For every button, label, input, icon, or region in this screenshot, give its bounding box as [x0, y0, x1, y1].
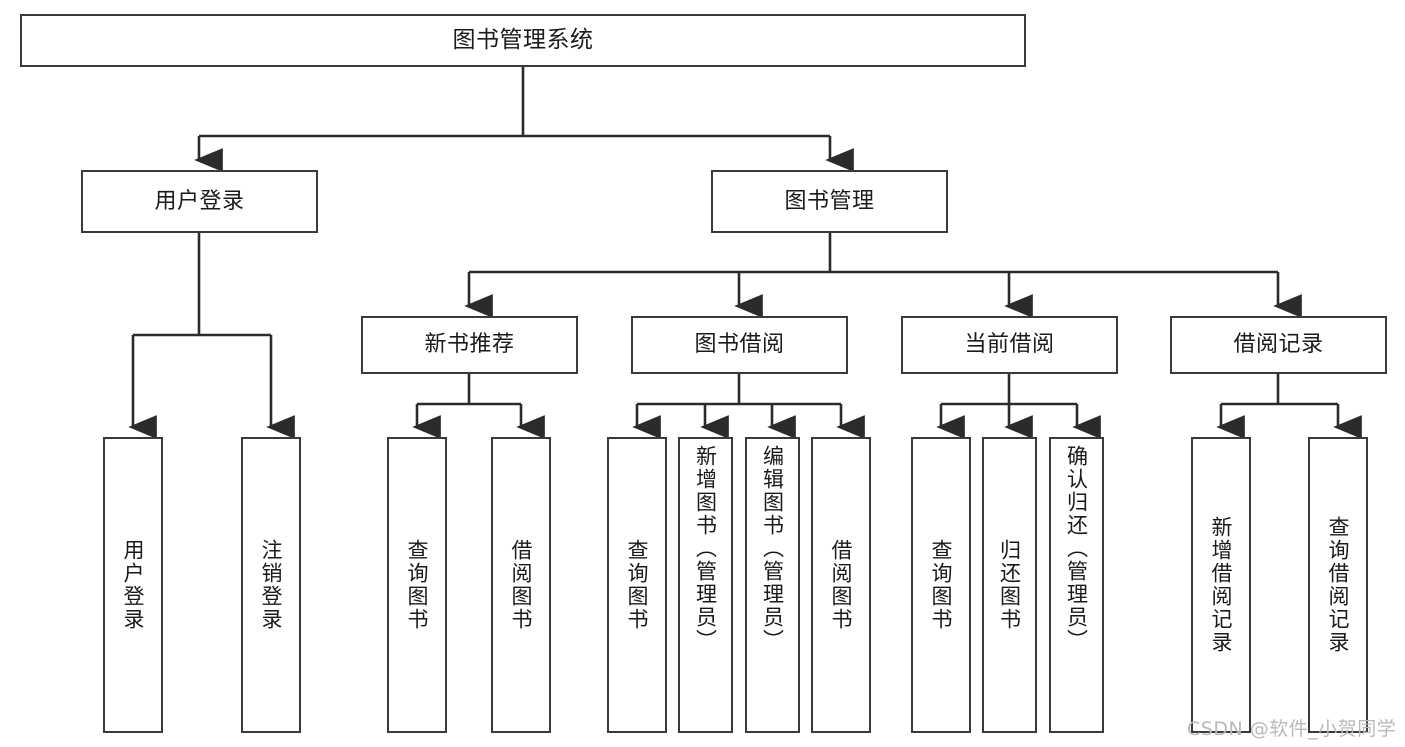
node-current-borrow-label: 当前借阅 [964, 332, 1055, 358]
node-leaf-borrow-book-2-label: 借阅图书 [829, 539, 854, 631]
node-borrow-record[interactable]: 借阅记录 [1170, 316, 1387, 374]
node-book-management-label: 图书管理 [784, 188, 875, 214]
node-leaf-query-book-1-label: 查询图书 [405, 539, 430, 631]
node-leaf-query-record[interactable]: 查询借阅记录 [1308, 437, 1368, 733]
node-new-book-recommend-label: 新书推荐 [424, 332, 515, 358]
node-leaf-add-book-label: 新增图书（管理员） [693, 445, 718, 652]
node-leaf-user-logout-label: 注销登录 [259, 539, 284, 631]
node-leaf-return-book[interactable]: 归还图书 [982, 437, 1037, 733]
node-leaf-user-logout[interactable]: 注销登录 [241, 437, 301, 733]
node-leaf-borrow-book-1-label: 借阅图书 [509, 539, 534, 631]
node-leaf-confirm-return-label: 确认归还（管理员） [1064, 445, 1089, 652]
node-leaf-user-login[interactable]: 用户登录 [103, 437, 163, 733]
node-current-borrow[interactable]: 当前借阅 [901, 316, 1118, 374]
node-leaf-borrow-book-1[interactable]: 借阅图书 [491, 437, 551, 733]
node-book-borrow[interactable]: 图书借阅 [631, 316, 848, 374]
csdn-watermark: CSDN @软件_小贺同学 [1187, 718, 1397, 740]
node-leaf-query-book-3-label: 查询图书 [929, 539, 954, 631]
node-user-login-label: 用户登录 [154, 188, 245, 214]
node-leaf-confirm-return[interactable]: 确认归还（管理员） [1049, 437, 1104, 733]
node-leaf-query-book-2[interactable]: 查询图书 [607, 437, 667, 733]
node-book-management[interactable]: 图书管理 [711, 170, 948, 233]
node-new-book-recommend[interactable]: 新书推荐 [361, 316, 578, 374]
node-root-label: 图书管理系统 [452, 26, 594, 53]
node-leaf-return-book-label: 归还图书 [997, 539, 1022, 631]
node-leaf-query-book-3[interactable]: 查询图书 [911, 437, 971, 733]
node-root[interactable]: 图书管理系统 [20, 14, 1026, 67]
node-leaf-add-record[interactable]: 新增借阅记录 [1191, 437, 1251, 733]
node-leaf-query-book-1[interactable]: 查询图书 [387, 437, 447, 733]
node-leaf-query-record-label: 查询借阅记录 [1326, 516, 1351, 654]
node-leaf-query-book-2-label: 查询图书 [625, 539, 650, 631]
node-user-login[interactable]: 用户登录 [81, 170, 318, 233]
node-leaf-edit-book[interactable]: 编辑图书（管理员） [745, 437, 800, 733]
node-leaf-edit-book-label: 编辑图书（管理员） [760, 445, 785, 652]
node-leaf-add-record-label: 新增借阅记录 [1209, 516, 1234, 654]
node-leaf-user-login-label: 用户登录 [121, 539, 146, 631]
node-book-borrow-label: 图书借阅 [694, 332, 785, 358]
node-leaf-add-book[interactable]: 新增图书（管理员） [678, 437, 733, 733]
node-borrow-record-label: 借阅记录 [1233, 332, 1324, 358]
node-leaf-borrow-book-2[interactable]: 借阅图书 [811, 437, 871, 733]
